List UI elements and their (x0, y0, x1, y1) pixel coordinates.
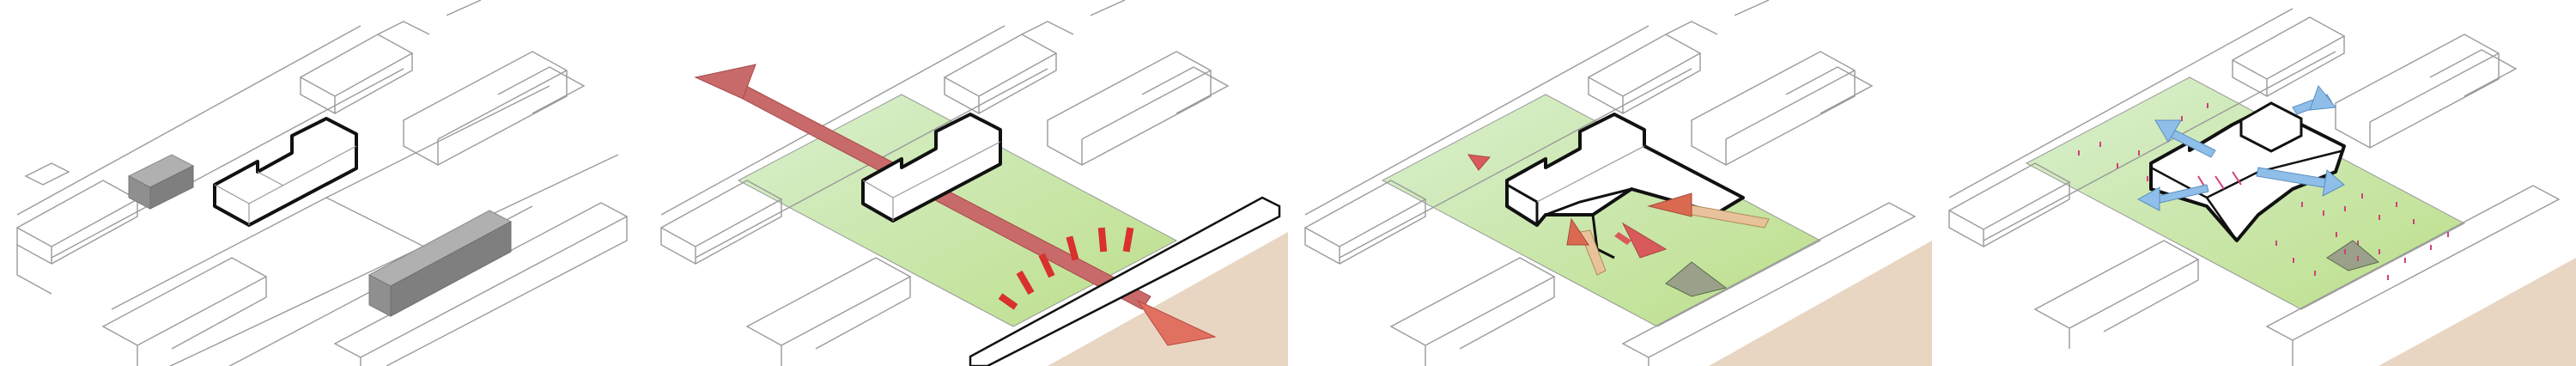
panel-4 (1932, 0, 2576, 366)
panel-3-svg (1303, 0, 1932, 366)
terrain-slope (1048, 232, 1288, 366)
context-buildings-2 (659, 0, 1230, 366)
road-edge (969, 196, 1281, 366)
building-outline (861, 113, 1002, 223)
pond-trees (2344, 249, 2359, 261)
terrain-slope (2379, 258, 2576, 366)
pond (2326, 240, 2380, 271)
context-buildings (15, 0, 629, 366)
panel-3 (1288, 0, 1932, 366)
axis-arrow-tip (1136, 299, 1217, 346)
inflow-arrows (1467, 154, 1770, 276)
axis-arrow-tail (694, 64, 756, 100)
panel-2-svg (659, 0, 1288, 366)
pond (1665, 261, 1728, 297)
trees (2078, 103, 2449, 280)
context-buildings-4 (1947, 8, 2561, 366)
panel-1 (0, 0, 644, 366)
view-arrows (2136, 84, 2345, 211)
proposed-building-inner (214, 145, 357, 225)
proposed-building-outline (213, 117, 358, 227)
panel-1-svg (15, 0, 629, 366)
existing-buildings (127, 154, 513, 317)
edge-dashes (998, 227, 1134, 310)
context-buildings-3 (1303, 0, 1917, 366)
panel-4-svg (1947, 8, 2576, 366)
panel-2 (644, 0, 1288, 366)
terrain-slope (1709, 241, 1932, 366)
